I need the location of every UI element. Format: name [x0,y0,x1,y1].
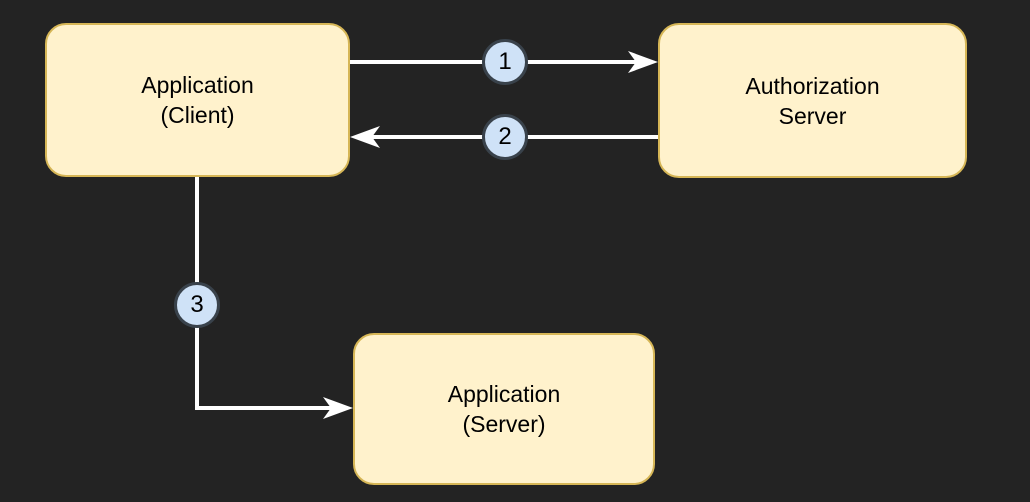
node-authorization-server: Authorization Server [658,23,967,178]
arrowhead-step2-icon [350,126,380,148]
node-application-server: Application (Server) [353,333,655,485]
step-badge-3: 3 [174,282,220,328]
step-badge-1: 1 [482,39,528,85]
node-application-server-label-line2: (Server) [462,411,546,437]
node-authorization-server-label-line2: Server [778,102,847,129]
step-badge-2-number: 2 [498,123,512,150]
arrowhead-step1-icon [628,51,658,73]
node-application-client-label-line1: Application [141,72,254,98]
node-application-server-label-line1: Application [447,381,561,407]
node-authorization-server-label-line1: Authorization [745,72,880,99]
step-badge-1-number: 1 [498,48,512,75]
arrowhead-step3-icon [323,397,353,419]
connector-step3-line [195,172,331,410]
step-badge-3-number: 3 [190,291,204,318]
step-badge-2: 2 [482,114,528,160]
node-application-client-label-line2: (Client) [160,102,235,128]
node-application-client: Application (Client) [45,23,350,177]
